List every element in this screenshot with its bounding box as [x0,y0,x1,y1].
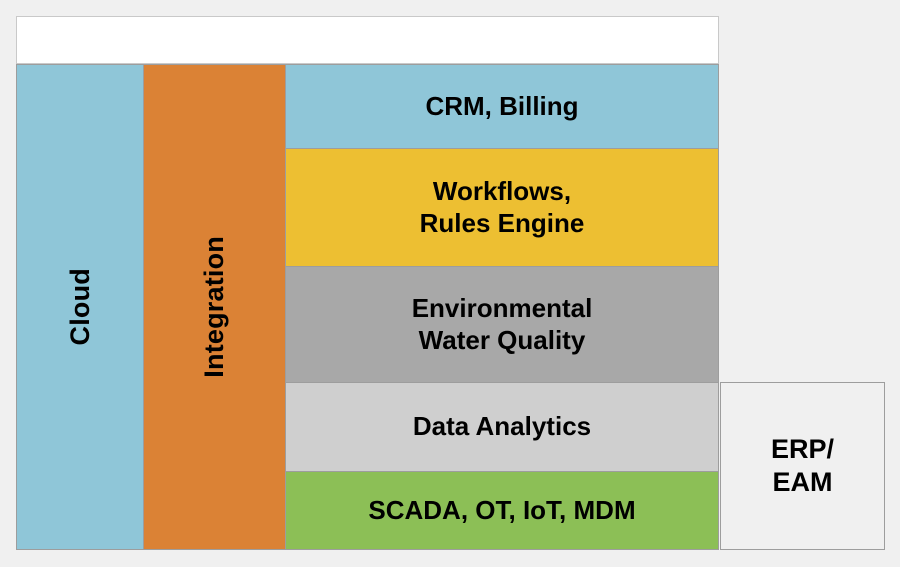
layer-data-analytics-label: Data Analytics [412,411,592,442]
erp-eam-box[interactable]: ERP/ EAM [720,382,885,550]
layer-crm-billing-label: CRM, Billing [425,90,579,121]
integration-column-label: Integration [199,236,230,378]
layer-scada-ot-iot-mdm[interactable]: SCADA, OT, IoT, MDM [285,471,719,550]
layer-environmental-water-quality-label: Environmental Water Quality [411,292,593,355]
layer-environmental-water-quality[interactable]: Environmental Water Quality [285,266,719,383]
layer-data-analytics[interactable]: Data Analytics [285,382,719,472]
header-banner [16,16,719,64]
cloud-column[interactable]: Cloud [16,64,144,550]
integration-column[interactable]: Integration [143,64,286,550]
layer-workflows-rules-engine[interactable]: Workflows, Rules Engine [285,148,719,267]
cloud-column-label: Cloud [64,268,95,346]
erp-eam-box-label: ERP/ EAM [770,434,835,497]
layer-scada-ot-iot-mdm-label: SCADA, OT, IoT, MDM [368,494,636,525]
layer-crm-billing[interactable]: CRM, Billing [285,64,719,149]
layer-workflows-rules-engine-label: Workflows, Rules Engine [419,175,585,238]
